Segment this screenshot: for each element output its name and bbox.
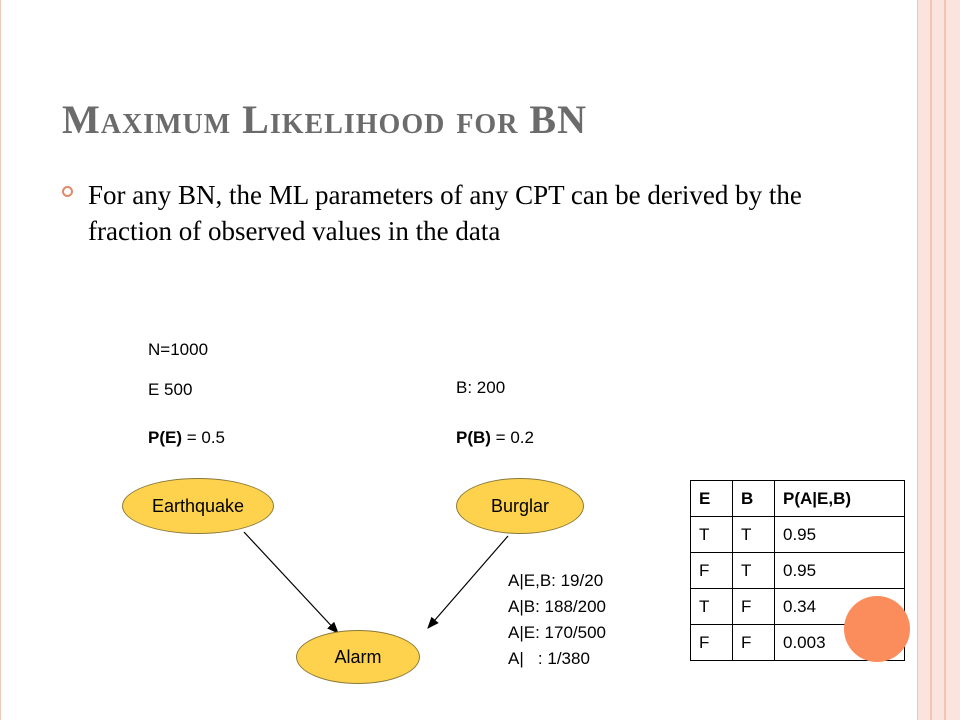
prob-b-symbol: P(B): [456, 428, 491, 447]
cpt-cell: T: [732, 552, 775, 589]
cpt-cell: F: [690, 552, 733, 589]
cpt-header-b: B: [732, 480, 775, 517]
prob-e-label: P(E) = 0.5: [148, 428, 225, 448]
slide-title: Maximum Likelihood for BN: [62, 97, 587, 142]
cpt-cell: 0.95: [774, 516, 905, 553]
edge-earthquake-alarm: [243, 531, 339, 634]
cpt-cell: F: [690, 624, 733, 661]
node-burglar: Burglar: [456, 478, 584, 534]
table-row: T T 0.95: [690, 516, 905, 553]
decorative-orange-dot: [844, 596, 910, 662]
bullet-text: For any BN, the ML parameters of any CPT…: [88, 180, 802, 246]
cpt-header-row: E B P(A|E,B): [690, 480, 905, 517]
cpt-cell: T: [690, 588, 733, 625]
cpt-cell: T: [732, 516, 775, 553]
node-earthquake: Earthquake: [122, 478, 274, 534]
count-line: A|E: 170/500: [508, 623, 606, 642]
prob-e-value: = 0.5: [182, 428, 226, 447]
sample-size-label: N=1000: [148, 340, 209, 359]
count-line: A|B: 188/200: [508, 597, 606, 616]
cpt-cell: F: [732, 624, 775, 661]
decorative-side-strip: [917, 0, 960, 720]
node-alarm: Alarm: [296, 630, 420, 684]
table-row: F T 0.95: [690, 552, 905, 589]
edge-burglar-alarm: [427, 535, 509, 629]
prob-b-value: = 0.2: [490, 428, 534, 447]
count-line: A|E,B: 19/20: [508, 571, 604, 590]
earthquake-count-label: E 500: [148, 380, 193, 399]
prob-e-symbol: P(E): [148, 428, 182, 447]
count-line: A| : 1/380: [508, 649, 590, 668]
prob-b-label: P(B) = 0.2: [456, 428, 534, 448]
bullet-circle-icon: [62, 186, 73, 197]
burglar-count-label: B: 200: [456, 378, 506, 397]
cpt-cell: 0.95: [774, 552, 905, 589]
cpt-cell: T: [690, 516, 733, 553]
cpt-header-e: E: [690, 480, 733, 517]
cpt-header-prob: P(A|E,B): [774, 480, 905, 517]
cpt-cell: F: [732, 588, 775, 625]
left-border: [0, 0, 1, 720]
